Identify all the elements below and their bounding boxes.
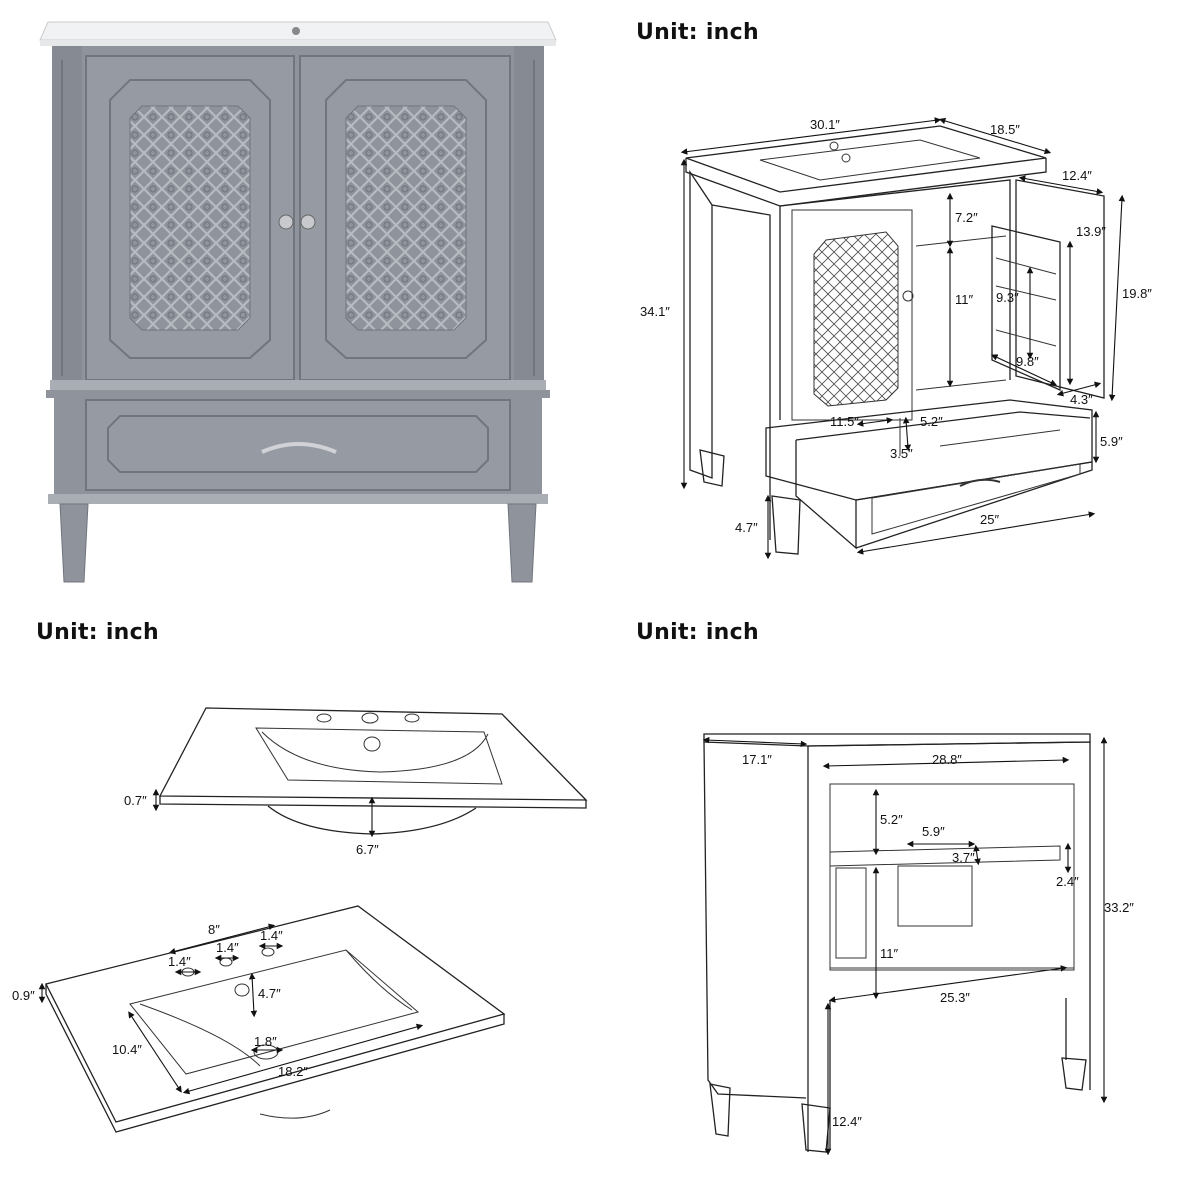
cabinet-back-diagram (702, 733, 1108, 1156)
dim-inner-height: 11″ (955, 292, 973, 307)
unit-label-bottom-left: Unit: inch (36, 620, 159, 645)
dim-shelf-height: 2.4″ (1056, 874, 1079, 889)
dim-rack-depth: 4.3″ (1070, 392, 1093, 407)
dim-shelf-depth: 5.9″ (922, 824, 945, 839)
unit-label-bottom-right: Unit: inch (636, 620, 759, 645)
dim-side-depth: 17.1″ (742, 752, 772, 767)
dim-height: 34.1″ (640, 304, 670, 319)
dim-basin-width: 18.2″ (278, 1064, 308, 1079)
dim-rack-width: 9.8″ (1016, 354, 1039, 369)
dim-faucet-span: 8″ (208, 922, 220, 937)
dim-lower-height: 11″ (880, 946, 898, 961)
unit-label-top-right: Unit: inch (636, 20, 759, 45)
dim-hole-spacing-b: 1.4″ (216, 940, 239, 955)
dim-basin-depth: 10.4″ (112, 1042, 142, 1057)
dimension-labels-back: 17.1″ 28.8″ 5.2″ 5.9″ 3.7″ 2.4″ 33.2″ 11… (742, 752, 1134, 1129)
dim-top-thickness: 0.7″ (124, 793, 147, 808)
dim-drawer-inner-h: 3.5″ (890, 446, 913, 461)
dim-back-leg-height: 12.4″ (832, 1114, 862, 1129)
dim-door-height: 19.8″ (1122, 286, 1152, 301)
dim-rack-height: 13.9″ (1076, 224, 1106, 239)
dim-rack-inner: 9.3″ (996, 290, 1019, 305)
dim-width: 30.1″ (810, 117, 840, 132)
dim-shelf-lip: 3.7″ (952, 850, 975, 865)
dim-leg-height: 4.7″ (735, 520, 758, 535)
dim-hole-spacing-c: 1.4″ (260, 928, 283, 943)
dim-hole-spacing-a: 1.4″ (168, 954, 191, 969)
dim-drain-dia: 1.8″ (254, 1034, 277, 1049)
sink-top-diagram (38, 707, 588, 1133)
dimension-labels-main: 30.1″ 18.5″ 34.1″ 12.4″ 19.8″ 7.2″ 11″ 1… (640, 117, 1152, 535)
dim-inner-width: 28.8″ (932, 752, 962, 767)
dim-edge-thickness: 0.9″ (12, 988, 35, 1003)
dim-drawer-divider: 5.2″ (920, 414, 943, 429)
dim-upper-gap: 5.2″ (880, 812, 903, 827)
dim-drawer-depth: 11.5″ (830, 414, 859, 429)
dim-total-height: 33.2″ (1104, 900, 1134, 915)
dim-door-width: 12.4″ (1062, 168, 1092, 183)
dim-bowl-depth: 6.7″ (356, 842, 379, 857)
dim-shelf-gap: 7.2″ (955, 210, 978, 225)
dimension-labels-sink: 0.7″ 6.7″ 8″ 1.4″ 1.4″ 1.4″ 0.9″ 4.7″ 10… (12, 793, 379, 1079)
dim-depth: 18.5″ (990, 122, 1020, 137)
cabinet-open-diagram (680, 117, 1126, 560)
dim-drain-offset: 4.7″ (258, 986, 281, 1001)
dim-drawer-height: 5.9″ (1100, 434, 1123, 449)
vanity-photo (39, 21, 557, 583)
dim-drawer-width: 25″ (980, 512, 999, 527)
dim-opening-width: 25.3″ (940, 990, 970, 1005)
